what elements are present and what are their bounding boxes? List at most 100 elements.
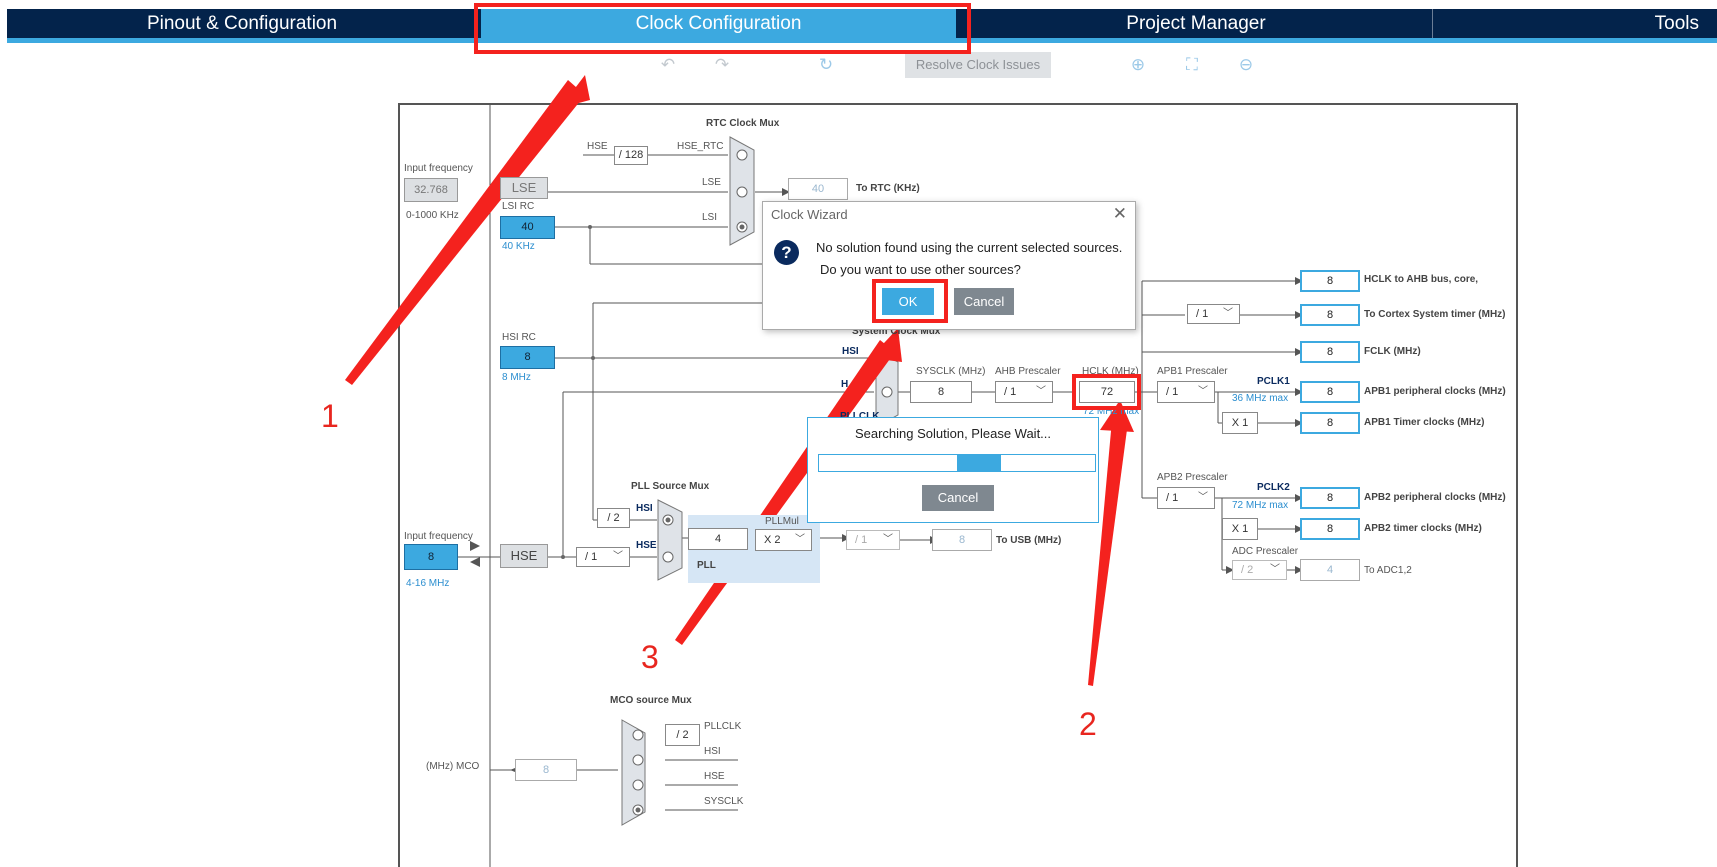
- fit-icon[interactable]: ⛶: [1186, 55, 1198, 74]
- pll-label: PLL: [697, 560, 716, 571]
- mco-label: (MHz) MCO: [426, 761, 480, 772]
- apb2-timer-output-label: APB2 timer clocks (MHz): [1364, 523, 1482, 534]
- rtc-hse-label: HSE: [587, 141, 608, 152]
- apb2-peripheral-output: 8: [1300, 487, 1360, 509]
- lse-range: 0-1000 KHz: [406, 210, 459, 221]
- lsi-unit: 40 KHz: [502, 241, 535, 252]
- sysmux-hse-label: H: [841, 379, 849, 390]
- mco-hse-label: HSE: [704, 771, 725, 782]
- hse-block: HSE: [500, 544, 548, 568]
- reset-icon[interactable]: ↻: [818, 55, 834, 74]
- pclk2-max: 72 MHz max: [1232, 500, 1289, 511]
- lse-input-frequency-label: Input frequency: [404, 163, 473, 174]
- annotation-number-2: 2: [1079, 706, 1097, 742]
- resolve-clock-issues-button[interactable]: Resolve Clock Issues: [905, 52, 1051, 78]
- hclk-label: HCLK (MHz): [1082, 366, 1139, 377]
- pll-source-mux-title: PLL Source Mux: [631, 481, 710, 492]
- usb-prescaler-select[interactable]: / 1﹀: [846, 530, 900, 550]
- fclk-output: 8: [1300, 341, 1360, 363]
- close-icon[interactable]: ✕: [1112, 204, 1127, 223]
- highlight-ok-button: [872, 279, 948, 323]
- ok-button[interactable]: OK: [882, 288, 934, 315]
- search-progress-fill: [957, 455, 1002, 471]
- apb2-prescaler-label: APB2 Prescaler: [1157, 472, 1228, 483]
- cortex-timer-output: 8: [1300, 304, 1360, 326]
- sysmux-pllclk-label: PLLCLK: [840, 411, 879, 422]
- tab-underline: [7, 38, 1717, 43]
- hse-range: 4-16 MHz: [406, 578, 450, 589]
- adc-output-label: To ADC1,2: [1364, 565, 1412, 576]
- hclk-ahb-output-label: HCLK to AHB bus, core, memory and DMA (M…: [1364, 274, 1479, 285]
- mco-sysclk-label: SYSCLK: [704, 796, 744, 807]
- apb1-prescaler-label: APB1 Prescaler: [1157, 366, 1228, 377]
- apb2-timer-multiplier: X 1: [1222, 518, 1258, 540]
- hclk-max: 72 MHz max: [1083, 406, 1140, 417]
- rtc-output-label: To RTC (KHz): [856, 183, 920, 194]
- zoom-out-icon[interactable]: ⊖: [1238, 55, 1254, 74]
- hsi-unit: 8 MHz: [502, 372, 531, 383]
- apb1-timer-multiplier: X 1: [1222, 412, 1258, 434]
- hse-input-frequency-label: Input frequency: [404, 531, 473, 542]
- pclk2-label: PCLK2: [1257, 482, 1290, 493]
- clock-wizard-title: Clock Wizard: [771, 207, 848, 222]
- lsi-rc-label: LSI RC: [502, 201, 535, 212]
- searching-solution-dialog: Searching Solution, Please Wait... Cance…: [807, 417, 1099, 523]
- hse-prediv-select[interactable]: / 1﹀: [576, 547, 630, 567]
- search-cancel-button[interactable]: Cancel: [922, 485, 994, 511]
- annotation-number-3: 3: [641, 639, 659, 675]
- pll-src-hsi-label: HSI: [636, 503, 653, 514]
- pclk1-label: PCLK1: [1257, 376, 1290, 387]
- pll-mul-label: PLLMul: [765, 516, 799, 527]
- zoom-in-icon[interactable]: ⊕: [1130, 55, 1146, 74]
- cortex-divider-select[interactable]: / 1﹀: [1187, 304, 1240, 324]
- undo-icon[interactable]: ↶: [660, 55, 676, 74]
- searching-solution-text: Searching Solution, Please Wait...: [854, 426, 1052, 441]
- redo-icon[interactable]: ↷: [714, 55, 730, 74]
- pll-input-value: 4: [688, 528, 748, 550]
- pll-src-hse-label: HSE: [636, 540, 657, 551]
- apb2-timer-output: 8: [1300, 518, 1360, 540]
- search-progress-bar: [818, 454, 1096, 472]
- tab-tools[interactable]: Tools: [1654, 13, 1699, 34]
- hse-input-frequency[interactable]: 8: [404, 544, 458, 570]
- clock-wizard-message-line1: No solution found using the current sele…: [816, 240, 1123, 255]
- highlight-clock-configuration-tab: [474, 3, 971, 54]
- adc-output-value: 4: [1300, 559, 1360, 581]
- sysmux-hsi-label: HSI: [842, 346, 859, 357]
- apb1-peripheral-output-label: APB1 peripheral clocks (MHz): [1364, 386, 1506, 397]
- ahb-prescaler-label: AHB Prescaler: [995, 366, 1061, 377]
- apb1-timer-output: 8: [1300, 412, 1360, 434]
- lse-input-frequency[interactable]: 32.768: [404, 178, 458, 202]
- apb2-prescaler-select[interactable]: / 1﹀: [1157, 487, 1215, 509]
- hclk-input[interactable]: 72: [1079, 381, 1135, 403]
- mco-hsi-label: HSI: [704, 746, 721, 757]
- cancel-button[interactable]: Cancel: [954, 288, 1014, 315]
- mco-output-value: 8: [515, 759, 577, 781]
- apb1-peripheral-output: 8: [1300, 381, 1360, 403]
- annotation-number-1: 1: [321, 398, 339, 434]
- adc-prescaler-select[interactable]: / 2﹀: [1232, 560, 1287, 580]
- mco-pllclk-label: PLLCLK: [704, 721, 742, 732]
- pll-mul-select[interactable]: X 2﹀: [755, 529, 812, 551]
- apb1-prescaler-select[interactable]: / 1﹀: [1157, 381, 1215, 403]
- system-clock-mux-title: System Clock Mux: [852, 326, 941, 337]
- rtc-lse-label: LSE: [702, 177, 721, 188]
- apb2-peripheral-output-label: APB2 peripheral clocks (MHz): [1364, 492, 1506, 503]
- rtc-hse-divider: / 128: [614, 146, 648, 165]
- hsi-rc-label: HSI RC: [502, 332, 536, 343]
- rtc-output-value: 40: [788, 178, 848, 200]
- clock-wizard-message-line2: Do you want to use other sources?: [820, 262, 1021, 277]
- lse-block: LSE: [500, 177, 548, 199]
- clock-wizard-dialog: Clock Wizard ✕ ? No solution found using…: [762, 201, 1136, 330]
- tab-clock-configuration[interactable]: Clock Configuration: [481, 9, 956, 38]
- ahb-prescaler-select[interactable]: / 1﹀: [995, 381, 1053, 403]
- hsi-rc-value: 8: [500, 346, 555, 369]
- mco-pll-divider: / 2: [665, 724, 700, 746]
- adc-prescaler-label: ADC Prescaler: [1232, 546, 1299, 557]
- tab-project-manager[interactable]: Project Manager: [960, 9, 1433, 38]
- fclk-output-label: FCLK (MHz): [1364, 346, 1421, 357]
- sysclk-value: 8: [910, 381, 972, 403]
- lsi-rc-value: 40: [500, 216, 555, 239]
- pll-hsi-divider: / 2: [597, 508, 630, 528]
- rtc-hse-rtc-label: HSE_RTC: [677, 141, 724, 152]
